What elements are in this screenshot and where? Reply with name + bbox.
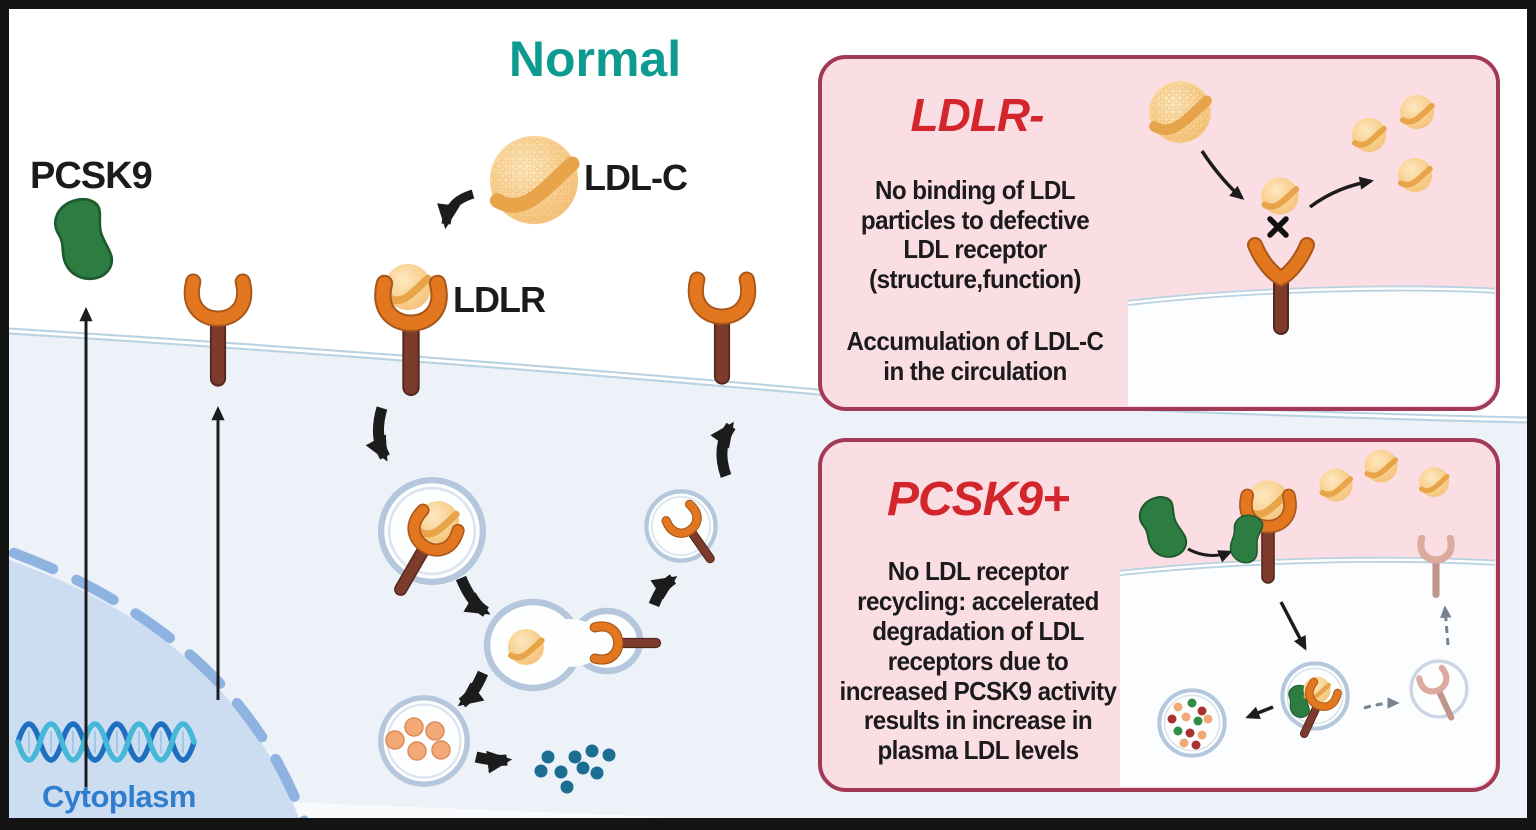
arrow-to-lysosome [457, 670, 489, 708]
nuclear-envelope-dashes [8, 547, 312, 830]
ldlr-minus-cell-region [1127, 285, 1495, 406]
pcsk9-plus-illustration [1134, 450, 1469, 756]
ldl-particle [1398, 158, 1432, 192]
ldlr-minus-paragraph-1: No binding of LDL particles to defective… [860, 175, 1090, 294]
pcsk9-plus-title: PCSK9+ [886, 473, 1070, 526]
pcsk9-label: PCSK9 [30, 155, 153, 197]
lysosome-degraded-contents [1159, 690, 1224, 755]
panel-title-normal: Normal [508, 31, 682, 87]
nucleus [8, 547, 312, 830]
arrow-endocytosis [365, 406, 390, 462]
ldl-particle [1261, 177, 1298, 214]
ldl-receptor-3 [696, 280, 748, 377]
ldl-c-particle [490, 136, 578, 224]
arrow-recycle-to-membrane [710, 421, 736, 478]
ldlr-label: LDLR [453, 279, 546, 320]
ldl-particle [1149, 81, 1211, 143]
arrow-to-recycling [648, 574, 678, 608]
lysosome [381, 698, 467, 784]
arrow-internalization [1279, 601, 1307, 651]
sorting-endosome [483, 598, 656, 692]
arrow-release [474, 750, 513, 774]
ldl-c-label: LDL-C [584, 157, 688, 198]
cytoplasm-label: Cytoplasm [42, 779, 196, 814]
ldl-particle [1400, 95, 1434, 129]
no-binding-cross-icon [1267, 216, 1289, 238]
ldlr-minus-title: LDLR- [910, 89, 1045, 141]
ldlr-minus-paragraph-2: Accumulation of LDL-C in the circulation [846, 326, 1104, 386]
released-cholesterol-dots [534, 744, 616, 794]
arrow-pcsk9-binds [1187, 547, 1233, 563]
arrow-ldl-approach [1200, 150, 1245, 200]
pcsk9-protein-icon [51, 194, 116, 285]
arrow-ldl-escape [1308, 176, 1374, 209]
arrow-no-return-dashed [1440, 605, 1452, 646]
arrow-to-endosome [455, 575, 491, 617]
ldl-particle [1419, 467, 1449, 497]
defective-ldl-receptor [1247, 237, 1315, 335]
arrow-to-degradation [1245, 705, 1274, 719]
ldl-particle [1365, 450, 1398, 483]
dna-helix-icon [15, 721, 197, 763]
arrow-ldl-to-receptor [437, 189, 475, 230]
ldl-particle [1320, 469, 1353, 502]
ldlr-minus-illustration [1149, 81, 1434, 335]
ldl-particle [1352, 118, 1386, 152]
arrow-no-recycling-dashed [1363, 697, 1400, 710]
pcsk9-plus-paragraph: No LDL receptor recycling: accelerated d… [839, 556, 1117, 766]
